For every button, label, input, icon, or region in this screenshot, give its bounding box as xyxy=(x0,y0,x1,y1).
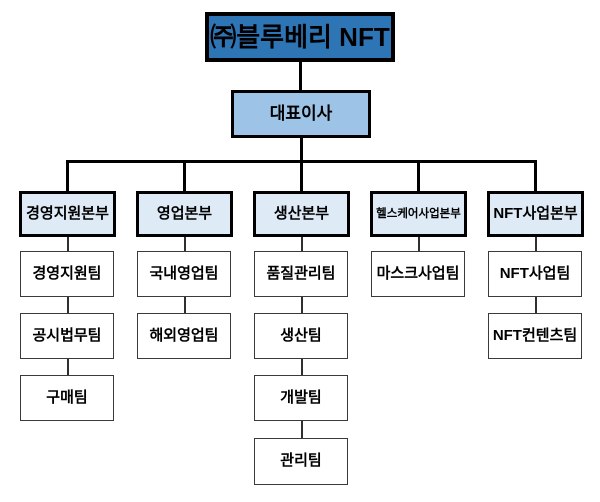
connector-line xyxy=(66,297,69,313)
team-box-disclosure-legal: 공시법무팀 xyxy=(20,313,114,359)
team-box-overseas-sales: 해외영업팀 xyxy=(137,313,231,359)
connector-line xyxy=(183,297,186,313)
connector-line xyxy=(300,421,303,438)
connector-line xyxy=(66,237,69,251)
connector-line xyxy=(534,163,537,191)
connector-line xyxy=(417,237,420,251)
connector-line xyxy=(183,237,186,251)
team-box-nft-business: NFT사업팀 xyxy=(488,251,582,297)
ceo-box: 대표이사 xyxy=(231,90,371,138)
team-box-purchasing: 구매팀 xyxy=(20,375,114,421)
team-box-nft-contents: NFT컨텐츠팀 xyxy=(488,313,582,359)
team-box-development: 개발팀 xyxy=(254,375,348,421)
division-box-production: 생산본부 xyxy=(253,191,350,237)
connector-line xyxy=(417,163,420,191)
team-box-management-support: 경영지원팀 xyxy=(20,251,114,297)
division-box-healthcare: 헬스케어사업본부 xyxy=(370,191,467,237)
team-box-admin: 관리팀 xyxy=(254,438,348,485)
team-box-domestic-sales: 국내영업팀 xyxy=(137,251,231,297)
connector-line xyxy=(534,297,537,313)
connector-line xyxy=(66,359,69,375)
connector-line xyxy=(298,62,302,90)
connector-line xyxy=(66,160,537,163)
division-box-management-support: 경영지원본부 xyxy=(19,191,116,237)
team-box-production: 생산팀 xyxy=(254,313,348,359)
connector-line xyxy=(300,237,303,251)
company-root-box: ㈜블루베리 NFT xyxy=(205,12,395,62)
division-box-nft: NFT사업본부 xyxy=(487,191,584,237)
division-box-sales: 영업본부 xyxy=(136,191,233,237)
connector-line xyxy=(300,297,303,313)
connector-line xyxy=(299,138,303,163)
team-box-mask-business: 마스크사업팀 xyxy=(371,251,465,297)
team-box-quality-control: 품질관리팀 xyxy=(254,251,348,297)
connector-line xyxy=(66,163,69,191)
connector-line xyxy=(300,163,303,191)
connector-line xyxy=(183,163,186,191)
connector-line xyxy=(534,237,537,251)
connector-line xyxy=(300,359,303,375)
